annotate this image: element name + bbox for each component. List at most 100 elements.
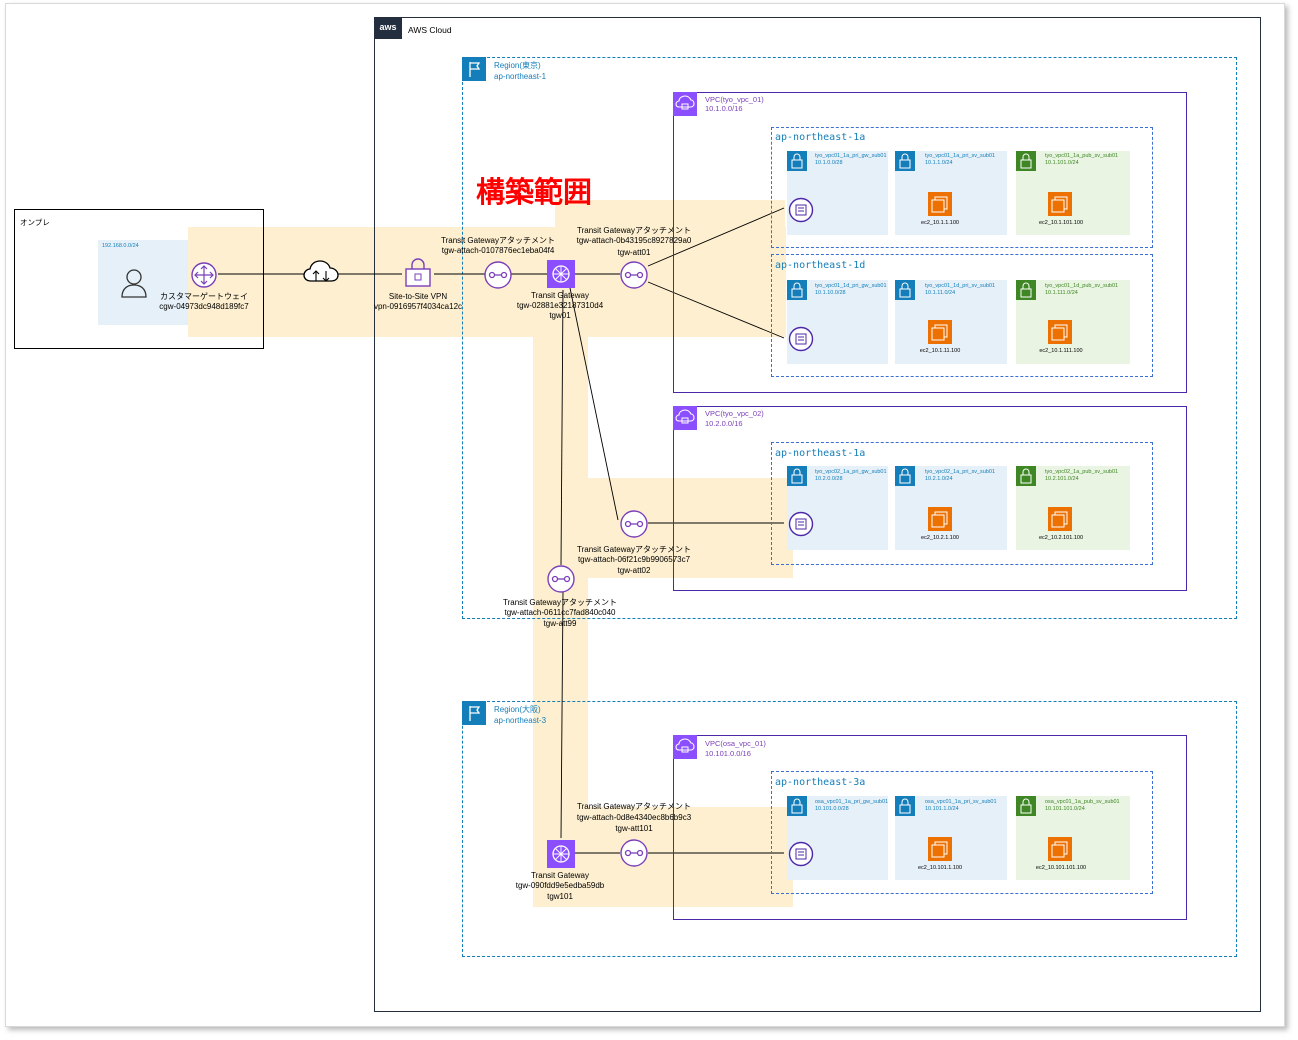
subnet-lock-icon bbox=[787, 151, 807, 171]
ec2-name: ec2_10.101.1.100 bbox=[917, 865, 963, 871]
subnet-name: tyo_vpc01_1a_pri_gw_sub01 bbox=[815, 153, 887, 159]
subnet-cidr: 10.2.0.0/28 bbox=[815, 476, 843, 482]
att02-name: Transit Gatewayアタッチメント bbox=[577, 545, 691, 554]
vpc-tyo-vpc-02 bbox=[673, 406, 1187, 591]
ec2-name: ec2_10.1.101.100 bbox=[1038, 220, 1084, 226]
subnet-cidr: 10.1.0.0/28 bbox=[815, 160, 843, 166]
vpn-name: Site-to-Site VPN bbox=[388, 292, 448, 301]
customer-gateway-icon bbox=[190, 261, 218, 294]
subnet-cidr: 10.101.101.0/24 bbox=[1045, 806, 1085, 812]
vpc-tyo-vpc-01 bbox=[673, 92, 1187, 393]
ec2-name: ec2_10.2.1.100 bbox=[921, 535, 959, 541]
ec2-icon bbox=[928, 837, 952, 861]
subnet-lock-icon bbox=[1016, 466, 1036, 486]
vpc2-cidr: 10.2.0.0/16 bbox=[705, 419, 743, 428]
vpc1-cidr: 10.1.0.0/16 bbox=[705, 104, 743, 113]
vpc3-name: VPC(osa_vpc_01) bbox=[705, 739, 766, 748]
att101-label: tgw-att101 bbox=[615, 824, 653, 833]
subnet-cidr: 10.101.0.0/28 bbox=[815, 806, 849, 812]
build-scope-title: 構築範囲 bbox=[476, 175, 593, 209]
vpn-icon bbox=[403, 258, 433, 293]
att99-id: tgw-attach-0611cc7fad840c040 bbox=[504, 608, 616, 617]
subnet-cidr: 10.1.101.0/24 bbox=[1045, 160, 1079, 166]
az-label: ap-northeast-1a bbox=[775, 448, 866, 459]
az-label: ap-northeast-3a bbox=[775, 777, 866, 788]
region-tokyo-name: Region(東京) bbox=[494, 61, 541, 70]
region-tokyo bbox=[462, 57, 1237, 619]
eni-icon bbox=[788, 841, 814, 872]
att02-id: tgw-attach-06f21c9b9906573c7 bbox=[577, 555, 691, 564]
subnet-lock-icon bbox=[1016, 280, 1036, 300]
aws-logo: aws bbox=[374, 17, 402, 39]
subnet-lock-icon bbox=[787, 280, 807, 300]
tgw-attachment-icon bbox=[546, 564, 576, 599]
subnet-lock-icon bbox=[895, 796, 915, 816]
subnet-name: osa_vpc01_1a_pri_gw_sub01 bbox=[815, 799, 889, 805]
region-osaka-code: ap-northeast-3 bbox=[494, 716, 547, 725]
tgw01-id: tgw-02881e32187310d4 bbox=[516, 301, 604, 310]
subnet-lock-icon bbox=[895, 466, 915, 486]
subnet-cidr: 10.1.1.0/24 bbox=[925, 160, 953, 166]
ec2-name: ec2_10.2.101.100 bbox=[1038, 535, 1084, 541]
ec2-icon bbox=[928, 320, 952, 344]
tgw01-name: Transit Gateway bbox=[531, 291, 589, 300]
subnet-lock-icon bbox=[787, 466, 807, 486]
aws-cloud-label: AWS Cloud bbox=[408, 25, 452, 35]
tgw-attachment-icon bbox=[619, 260, 649, 295]
att-vpn-id: tgw-attach-0107876ec1eba04f4 bbox=[441, 246, 555, 255]
eni-icon bbox=[788, 511, 814, 542]
region-flag-icon bbox=[462, 701, 486, 725]
subnet-cidr: 10.2.101.0/24 bbox=[1045, 476, 1079, 482]
subnet-cidr: 10.1.111.0/24 bbox=[1045, 290, 1078, 296]
az-box bbox=[771, 254, 1153, 377]
tgw-attachment-icon bbox=[619, 509, 649, 544]
att99-name: Transit Gatewayアタッチメント bbox=[503, 598, 617, 607]
aws-cloud-group bbox=[374, 17, 1261, 1012]
subnet-cidr: 10.101.1.0/24 bbox=[925, 806, 959, 812]
vpc2-name: VPC(tyo_vpc_02) bbox=[705, 409, 764, 418]
tgw01-label: tgw01 bbox=[549, 311, 571, 320]
eni-icon bbox=[788, 197, 814, 228]
subnet-cidr: 10.2.1.0/24 bbox=[925, 476, 953, 482]
att101-id: tgw-attach-0d8e4340ec8b6b9c3 bbox=[576, 813, 692, 822]
vpc1-name: VPC(tyo_vpc_01) bbox=[705, 95, 764, 104]
subnet-name: tyo_vpc01_1d_pri_sv_sub01 bbox=[925, 283, 996, 289]
vpn-id: vpn-0916957f4034ca12c bbox=[373, 302, 463, 311]
internet-cloud-icon bbox=[301, 259, 343, 292]
att101-name: Transit Gatewayアタッチメント bbox=[577, 802, 691, 811]
att02-label: tgw-att02 bbox=[617, 566, 651, 575]
subnet-name: tyo_vpc01_1a_pri_sv_sub01 bbox=[925, 153, 996, 159]
subnet-name: osa_vpc01_1a_pri_sv_sub01 bbox=[925, 799, 997, 805]
subnet-lock-icon bbox=[1016, 796, 1036, 816]
subnet-lock-icon bbox=[1016, 151, 1036, 171]
vpc3-cidr: 10.101.0.0/16 bbox=[705, 749, 751, 758]
az-box bbox=[771, 127, 1153, 248]
ec2-name: ec2_10.1.11.100 bbox=[919, 348, 961, 354]
subnet-cidr: 10.1.10.0/28 bbox=[815, 290, 846, 296]
onprem-cidr: 192.168.0.0/24 bbox=[102, 243, 139, 249]
onprem-network bbox=[98, 240, 188, 325]
az-label: ap-northeast-1d bbox=[775, 260, 866, 271]
subnet-name: osa_vpc01_1a_pub_sv_sub01 bbox=[1045, 799, 1120, 805]
tgw101-id: tgw-090fdd9e5edba59db bbox=[515, 881, 605, 890]
subnet-lock-icon bbox=[895, 151, 915, 171]
subnet-name: tyo_vpc02_1a_pri_gw_sub01 bbox=[815, 469, 887, 475]
eni-icon bbox=[788, 326, 814, 357]
az-label: ap-northeast-1a bbox=[775, 132, 866, 143]
ec2-icon bbox=[928, 507, 952, 531]
att01-name: Transit Gatewayアタッチメント bbox=[577, 226, 691, 235]
region-tokyo-code: ap-northeast-1 bbox=[494, 72, 547, 81]
tgw-attachment-icon bbox=[619, 838, 649, 873]
subnet-name: tyo_vpc01_1a_pub_sv_sub01 bbox=[1045, 153, 1119, 159]
subnet-name: tyo_vpc01_1d_pri_gw_sub01 bbox=[815, 283, 887, 289]
att99-label: tgw-att99 bbox=[543, 619, 577, 628]
region-flag-icon bbox=[462, 57, 486, 81]
az-box bbox=[771, 442, 1153, 565]
ec2-icon bbox=[1048, 507, 1072, 531]
att01-label: tgw-att01 bbox=[617, 248, 651, 257]
subnet-name: tyo_vpc01_1d_pub_sv_sub01 bbox=[1045, 283, 1119, 289]
tgw101-name: Transit Gateway bbox=[531, 871, 589, 880]
tgw101-label: tgw101 bbox=[547, 892, 573, 901]
user-icon bbox=[119, 267, 149, 304]
ec2-icon bbox=[1048, 837, 1072, 861]
